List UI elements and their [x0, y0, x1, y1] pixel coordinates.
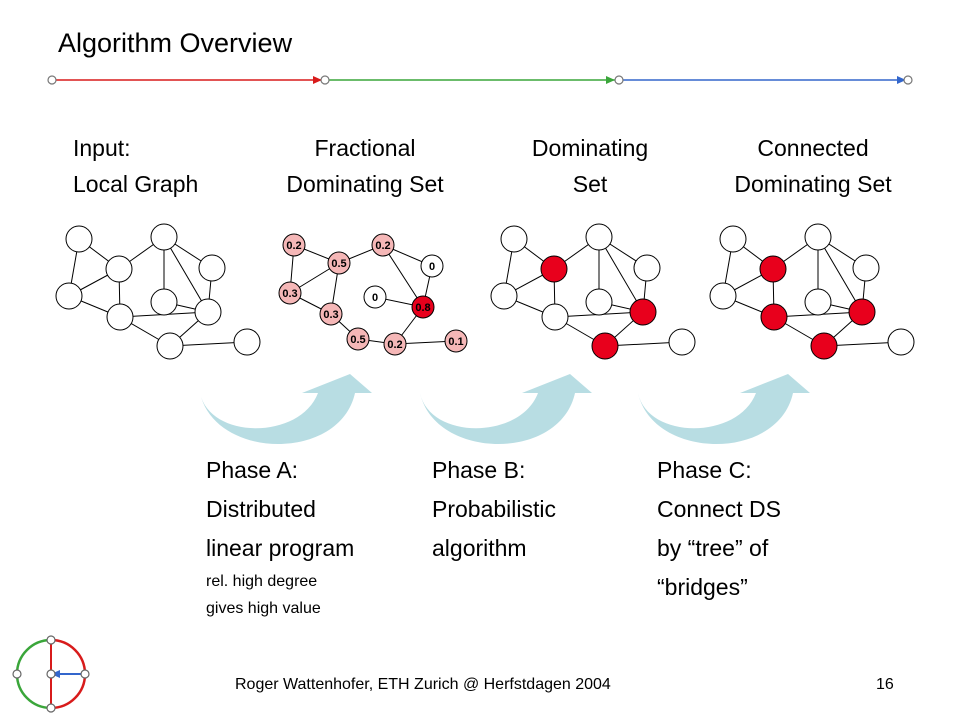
graph-node: [106, 303, 134, 331]
fractional-value-label: 0: [372, 292, 378, 304]
graph-node: [150, 288, 178, 316]
graph-node: [156, 332, 184, 360]
column-heading-dominating: Dominating Set: [531, 135, 649, 197]
fractional-node: 0.2: [371, 233, 395, 257]
dominating-node: [760, 303, 788, 331]
dominating-node: [759, 255, 787, 283]
graph-node: [55, 282, 83, 310]
graph-panel-3: [490, 223, 696, 360]
graph-edge: [163, 236, 209, 313]
fractional-value-label: 0.2: [375, 240, 390, 252]
slide-title: Algorithm Overview: [58, 28, 293, 58]
graph-panel-1: [55, 223, 261, 360]
fractional-value-label: 0.2: [387, 339, 402, 351]
fractional-node: 0.2: [383, 332, 407, 356]
fractional-value-label: 0.5: [331, 258, 346, 270]
fractional-node: 0.1: [444, 329, 468, 353]
graph-edge: [598, 236, 644, 313]
timeline-dot: [320, 75, 330, 85]
timeline-dot: [903, 75, 913, 85]
dominating-node: [591, 332, 619, 360]
graph-node: [490, 282, 518, 310]
graph-node: [585, 223, 613, 251]
graph-node: [852, 254, 880, 282]
dominating-node: [540, 255, 568, 283]
graph-node: [804, 288, 832, 316]
graph-panel-4: [709, 223, 915, 360]
phase-a-text: Phase A: Distributed linear program rel.…: [206, 457, 355, 617]
footer-author: Roger Wattenhofer, ETH Zurich @ Herfstda…: [235, 676, 611, 693]
fractional-value-label: 0.2: [286, 240, 301, 252]
fractional-node: 0.3: [278, 281, 302, 305]
column-heading-connected: Connected Dominating Set: [734, 135, 892, 197]
graph-node: [194, 298, 222, 326]
curved-arrow-a: [200, 374, 372, 445]
timeline-dot: [47, 75, 57, 85]
phase-b-text: Phase B: Probabilistic algorithm: [432, 457, 556, 561]
fractional-node: 0.3: [319, 302, 343, 326]
timeline-dot: [614, 75, 624, 85]
dominating-node: [629, 298, 657, 326]
graph-node: [668, 328, 696, 356]
graph-panel-2: 0.2 0.5 0.2 0 0.3 0 0.8 0.3 0.5 0.2 0.1: [278, 233, 468, 356]
fractional-value-label: 0.5: [350, 334, 365, 346]
fractional-node: 0.5: [327, 251, 351, 275]
graph-node: [719, 225, 747, 253]
graph-node: [804, 223, 832, 251]
graph-node: [887, 328, 915, 356]
graph-node: [150, 223, 178, 251]
graph-node: [500, 225, 528, 253]
column-heading-input: Input: Local Graph: [73, 135, 199, 197]
phase-c-text: Phase C: Connect DS by “tree” of “bridge…: [657, 457, 782, 600]
graph-node: [233, 328, 261, 356]
graph-node: [198, 254, 226, 282]
fractional-value-label: 0.3: [323, 309, 338, 321]
fractional-value-label: 0.8: [415, 302, 430, 314]
graph-node: [709, 282, 737, 310]
graph-edge: [382, 244, 424, 308]
fractional-node: 0: [420, 254, 444, 278]
fractional-value-label: 0.1: [448, 336, 463, 348]
graph-node: [65, 225, 93, 253]
curved-arrow-c: [638, 374, 810, 445]
dominating-node: [848, 298, 876, 326]
graph-node: [633, 254, 661, 282]
curved-arrow-b: [420, 374, 592, 445]
graph-edge: [817, 236, 863, 313]
graph-node: [105, 255, 133, 283]
fractional-node: 0.8: [411, 295, 435, 319]
page-number: 16: [876, 676, 894, 693]
dominating-node: [810, 332, 838, 360]
fractional-value-label: 0.3: [282, 288, 297, 300]
fractional-node: 0: [363, 285, 387, 309]
fractional-node: 0.5: [346, 327, 370, 351]
graph-node: [541, 303, 569, 331]
column-heading-fractional: Fractional Dominating Set: [286, 135, 444, 197]
graph-node: [585, 288, 613, 316]
fractional-node: 0.2: [282, 233, 306, 257]
fractional-value-label: 0: [429, 261, 435, 273]
